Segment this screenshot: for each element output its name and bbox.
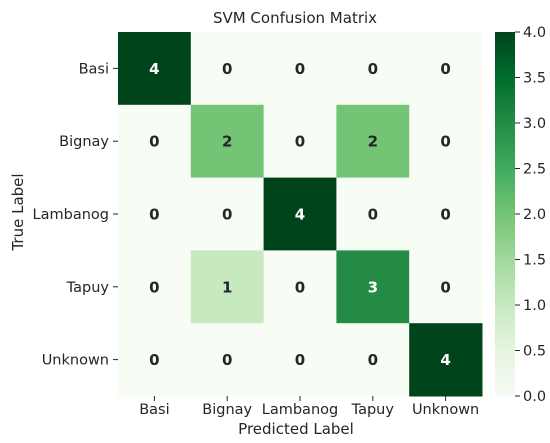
cell-value-label: 0 <box>295 60 305 78</box>
heatmap-cell <box>118 177 192 251</box>
heatmap-cell <box>409 323 483 397</box>
cell-value-label: 4 <box>295 206 305 224</box>
chart-title: SVM Confusion Matrix <box>213 9 377 27</box>
x-axis-label: Predicted Label <box>238 420 354 438</box>
y-tick-label: Unknown <box>42 353 109 369</box>
cell-value-label: 0 <box>440 278 450 296</box>
heatmap-cell <box>118 32 192 106</box>
heatmap-cell <box>409 32 483 106</box>
heatmap-cell-labels: 4 0 0 0 0 0 2 0 2 0 0 0 4 0 0 0 1 0 3 0 0 0 0 0 4 <box>149 60 451 369</box>
heatmap-cell <box>190 323 265 397</box>
cell-value-label: 4 <box>440 351 450 369</box>
heatmap-cell <box>263 250 337 324</box>
heatmap-cell <box>409 250 483 324</box>
cell-value-label: 0 <box>222 206 232 224</box>
heatmap-cell <box>118 250 192 324</box>
heatmap-cell <box>263 104 337 179</box>
y-axis-label: True Label <box>9 173 27 251</box>
heatmap-cell <box>409 104 483 179</box>
cell-value-label: 3 <box>368 278 378 296</box>
y-tick-label: Lambanog <box>33 207 109 223</box>
cell-value-label: 0 <box>295 351 305 369</box>
heatmap-cell <box>336 323 410 397</box>
colorbar-tick-label: 0.5 <box>523 344 546 360</box>
heatmap-cell <box>190 250 265 324</box>
cell-value-label: 4 <box>149 60 159 78</box>
heatmap-cell <box>409 177 483 251</box>
heatmap-cell <box>336 32 410 106</box>
cell-value-label: 2 <box>368 133 378 151</box>
heatmap-cell <box>336 177 410 251</box>
heatmap-cell <box>263 32 337 106</box>
cell-value-label: 0 <box>440 206 450 224</box>
cell-value-label: 1 <box>222 278 232 296</box>
heatmap-cell <box>118 323 192 397</box>
cell-value-label: 0 <box>222 351 232 369</box>
x-tick-label: Bignay <box>202 402 252 418</box>
colorbar-tick-label: 3.0 <box>523 116 546 132</box>
colorbar-tick-label: 1.5 <box>523 253 546 269</box>
colorbar-tick-label: 3.5 <box>523 71 546 87</box>
cell-value-label: 0 <box>440 60 450 78</box>
x-tick-label: Basi <box>139 402 169 418</box>
heatmap-cells <box>118 32 483 397</box>
cell-value-label: 0 <box>295 278 305 296</box>
colorbar-tick-label: 2.5 <box>523 162 546 178</box>
heatmap-cell <box>336 104 410 179</box>
colorbar-tick-label: 2.0 <box>523 207 546 223</box>
heatmap-cell <box>118 104 192 179</box>
colorbar-tick-label: 0.0 <box>523 389 546 405</box>
heatmap-cell <box>336 250 410 324</box>
colorbar <box>495 32 515 396</box>
x-axis-ticks: Basi Bignay Lambanog Tapuy Unknown <box>139 396 479 418</box>
cell-value-label: 0 <box>368 206 378 224</box>
cell-value-label: 0 <box>149 133 159 151</box>
cell-value-label: 0 <box>149 206 159 224</box>
heatmap-cell <box>263 323 337 397</box>
cell-value-label: 2 <box>222 133 232 151</box>
cell-value-label: 0 <box>295 133 305 151</box>
colorbar-tick-label: 1.0 <box>523 298 546 314</box>
y-tick-label: Tapuy <box>66 280 110 296</box>
heatmap-cell <box>263 177 337 251</box>
x-tick-label: Tapuy <box>351 402 395 418</box>
heatmap-cell <box>190 177 265 251</box>
y-tick-label: Basi <box>79 61 109 77</box>
y-tick-label: Bignay <box>59 134 109 150</box>
cell-value-label: 0 <box>149 351 159 369</box>
heatmap-cell <box>190 104 265 179</box>
cell-value-label: 0 <box>149 278 159 296</box>
colorbar-ticks: 0.0 0.5 1.0 1.5 2.0 2.5 3.0 3.5 4.0 <box>515 25 546 405</box>
cell-value-label: 0 <box>368 351 378 369</box>
x-tick-label: Unknown <box>412 402 479 418</box>
heatmap-cell <box>190 32 265 106</box>
x-tick-label: Lambanog <box>262 402 338 418</box>
colorbar-tick-label: 4.0 <box>523 25 546 41</box>
cell-value-label: 0 <box>222 60 232 78</box>
cell-value-label: 0 <box>440 133 450 151</box>
cell-value-label: 0 <box>368 60 378 78</box>
